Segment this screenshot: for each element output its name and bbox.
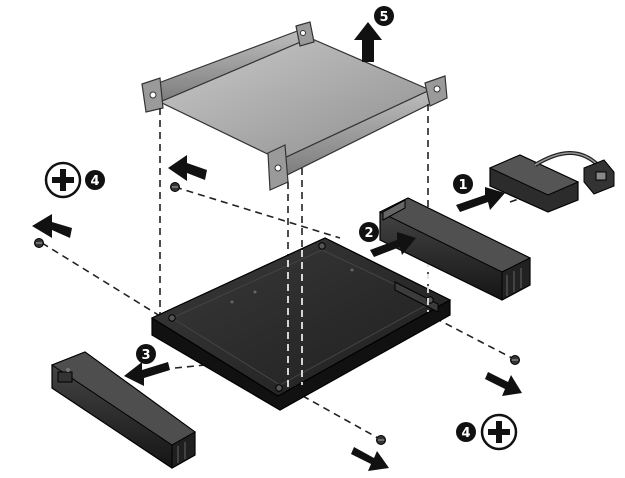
step-badge-1: 1 xyxy=(453,174,473,194)
arrow-up-icon xyxy=(354,22,382,62)
drive-bracket xyxy=(141,21,448,191)
arrow-left-icon xyxy=(168,155,207,181)
arrow-right-down-icon xyxy=(485,372,522,396)
left-drive-rail xyxy=(50,351,196,469)
svg-text:5: 5 xyxy=(379,10,388,25)
phillips-screwdriver-icon xyxy=(44,161,82,199)
step-badge-2: 2 xyxy=(359,222,379,242)
screw-drive-left xyxy=(34,238,44,248)
alignment-guides-over-drive xyxy=(287,250,429,388)
arrow-right-down-icon xyxy=(351,447,389,471)
screw-drive-right xyxy=(510,355,520,365)
svg-text:4: 4 xyxy=(90,174,99,189)
alignment-guides xyxy=(41,104,531,439)
step-badge-5: 5 xyxy=(374,6,394,26)
svg-text:3: 3 xyxy=(141,348,150,363)
step-badge-4-top: 4 xyxy=(85,170,105,190)
screw-bracket-left xyxy=(170,182,180,192)
right-drive-rail xyxy=(378,197,532,301)
arrow-left-icon xyxy=(32,214,72,238)
svg-text:4: 4 xyxy=(461,426,470,441)
screw-drive-bottom xyxy=(376,435,386,445)
arrow-right-icon xyxy=(370,232,416,257)
arrow-right-icon xyxy=(456,187,505,212)
phillips-screwdriver-icon xyxy=(480,413,518,451)
step-badge-4-bottom: 4 xyxy=(456,422,476,442)
svg-text:2: 2 xyxy=(364,226,373,241)
arrow-left-icon xyxy=(124,362,170,386)
svg-text:1: 1 xyxy=(458,178,467,193)
step-badge-3: 3 xyxy=(136,344,156,364)
solid-state-drive xyxy=(150,237,452,411)
drive-cable-connector xyxy=(488,151,615,213)
